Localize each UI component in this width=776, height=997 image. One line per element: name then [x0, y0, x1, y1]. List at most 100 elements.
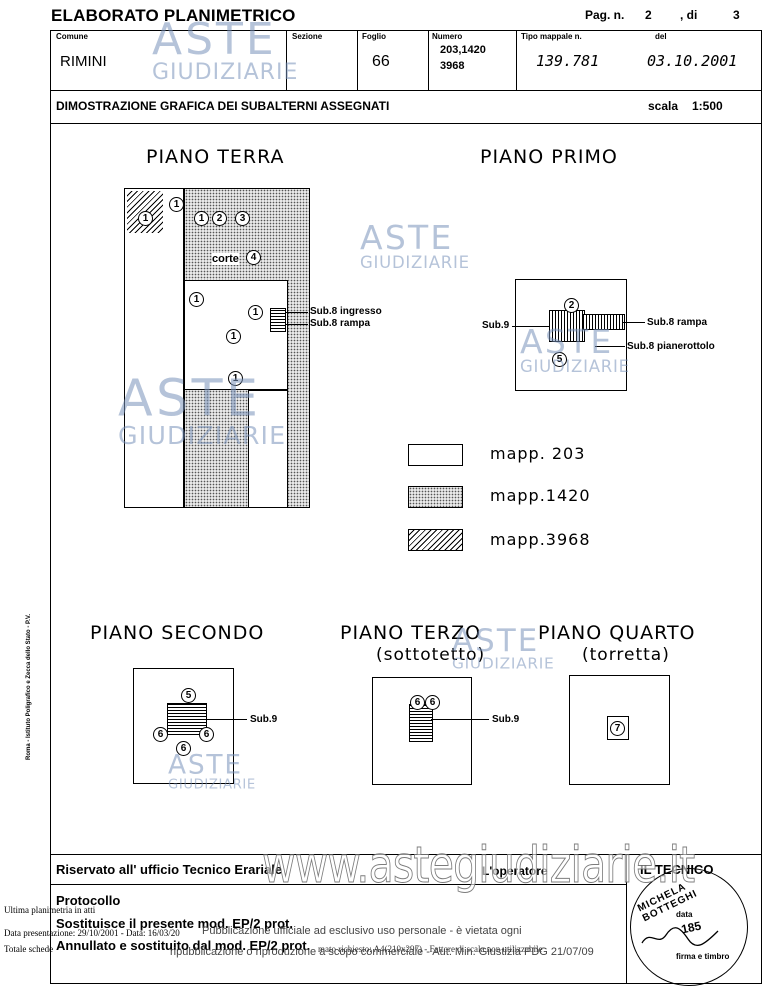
- leader-line: [286, 312, 308, 313]
- tipo-mappale-value: 139.781: [536, 52, 600, 70]
- pubblicazione-line-2: ripubblicazione o riproduzione a scopo c…: [170, 946, 594, 958]
- sub-marker-1: 1: [226, 329, 241, 344]
- sezione-label: Sezione: [292, 32, 323, 41]
- piano-quarto-title: PIANO QUARTO: [538, 622, 696, 644]
- mapp-203-area: [124, 188, 184, 508]
- page-of-label: , di: [680, 8, 698, 22]
- operatore-label: L'operatore: [482, 864, 548, 878]
- piano-primo-frame: [515, 279, 627, 391]
- piano-terzo-frame: [372, 677, 472, 785]
- terzo-sub9-label: Sub.9: [492, 714, 520, 725]
- sub-marker-6: 6: [153, 727, 168, 742]
- sub-marker-5: 5: [181, 688, 196, 703]
- legend-swatch-mapp-1420: [408, 486, 463, 508]
- sub8-rampa-label: Sub.8 rampa: [310, 318, 371, 329]
- piano-quarto-subtitle: (torretta): [582, 645, 670, 665]
- signature: [640, 925, 720, 949]
- footer-box: [50, 854, 762, 984]
- footer-divider-v: [626, 854, 627, 984]
- sub-marker-1: 1: [169, 197, 184, 212]
- page-label: Pag. n.: [585, 8, 625, 22]
- sub-marker-6: 6: [199, 727, 214, 742]
- primo-sub9-label: Sub.9: [482, 320, 510, 331]
- leader-line: [205, 719, 247, 720]
- numero-value-2: 3968: [440, 60, 465, 72]
- firma-label: firma e timbro: [676, 952, 730, 961]
- sub-marker-5: 5: [552, 352, 567, 367]
- page-total: 3: [733, 8, 740, 22]
- sub-marker-3: 3: [235, 211, 250, 226]
- legend-label: mapp.3968: [490, 530, 591, 549]
- legend-swatch-mapp-203: [408, 444, 463, 466]
- tecnico-label: IL TECNICO: [640, 862, 714, 877]
- piano-secondo-frame: [133, 668, 234, 784]
- piano-terra-plan: [124, 188, 310, 508]
- tipo-mappale-label: Tipo mappale n.: [521, 32, 582, 41]
- header-divider-v4: [516, 30, 517, 90]
- ultima-planimetria-text: Ultima planimetria in atti: [4, 905, 96, 915]
- sub-marker-1: 1: [228, 371, 243, 386]
- sub-marker-1: 1: [194, 211, 209, 226]
- sub-marker-6: 6: [425, 695, 440, 710]
- sostituisce-label: Sostituisce il presente mod. EP/2 prot.: [56, 916, 293, 931]
- sub-marker-1: 1: [138, 211, 153, 226]
- formato-text: mato richiesto: A4(210x297) - Fattore di…: [318, 944, 543, 954]
- header-divider-v3: [428, 30, 429, 90]
- leader-line: [623, 322, 645, 323]
- numero-label: Numero: [432, 32, 463, 41]
- del-label: del: [655, 32, 667, 41]
- primo-sub8-rampa-label: Sub.8 rampa: [647, 317, 708, 328]
- page-number: 2: [645, 8, 652, 22]
- primo-sub8-pianerottolo-label: Sub.8 pianerottolo: [627, 341, 715, 352]
- ramp-symbol: [270, 308, 286, 332]
- document-title: ELABORATO PLANIMETRICO: [51, 6, 296, 25]
- quarto-room-box: [607, 716, 629, 740]
- legend-label: mapp.1420: [490, 486, 591, 505]
- piano-terzo-subtitle: (sottotetto): [376, 645, 486, 665]
- piano-primo-title: PIANO PRIMO: [480, 146, 618, 168]
- scala-value: 1:500: [692, 99, 723, 113]
- sub-marker-6: 6: [410, 695, 425, 710]
- side-printer-text: Roma - Istituto Poligrafico e Zecca dell…: [26, 613, 32, 760]
- del-value: 03.10.2001: [647, 52, 738, 70]
- leader-line: [286, 324, 308, 325]
- sub-marker-1: 1: [248, 305, 263, 320]
- sub-marker-2: 2: [564, 298, 579, 313]
- totale-schede-text: Totale schede: [4, 944, 54, 954]
- header-divider-v2: [357, 30, 358, 90]
- data-presentazione-text: Data presentazione: 29/10/2001 - Data: 1…: [4, 928, 180, 938]
- leader-line: [595, 346, 625, 347]
- main-frame: [50, 124, 762, 854]
- secondo-sub9-label: Sub.9: [250, 714, 278, 725]
- primo-stair-block: [549, 310, 585, 342]
- leader-line: [512, 326, 550, 327]
- sub-marker-2: 2: [212, 211, 227, 226]
- comune-value: RIMINI: [60, 53, 107, 70]
- numero-value-1: 203,1420: [440, 44, 486, 56]
- sub8-ingresso-label: Sub.8 ingresso: [310, 306, 382, 317]
- foglio-label: Foglio: [362, 32, 386, 41]
- foglio-value: 66: [372, 53, 390, 70]
- pubblicazione-line-1: Pubblicazione ufficiale ad esclusivo uso…: [202, 925, 522, 937]
- header-divider-h: [50, 90, 762, 91]
- site-watermark: www.astegiudiziarie.it: [262, 836, 696, 895]
- piano-terra-title: PIANO TERRA: [146, 146, 285, 168]
- footer-divider-h: [50, 884, 626, 885]
- sub-marker-1: 1: [189, 292, 204, 307]
- protocollo-label: Protocollo: [56, 893, 121, 908]
- piano-secondo-title: PIANO SECONDO: [90, 622, 265, 644]
- building-wing: [248, 390, 288, 508]
- scala-label: scala: [648, 99, 679, 113]
- header-divider-v1: [286, 30, 287, 90]
- leader-line: [431, 719, 489, 720]
- header-box: [50, 30, 762, 124]
- annullato-label: Annullato e sostituito dal mod. EP/2 pro…: [56, 938, 311, 953]
- piano-terzo-title: PIANO TERZO: [340, 622, 482, 644]
- subtitle: DIMOSTRAZIONE GRAFICA DEI SUBALTERNI ASS…: [56, 99, 390, 113]
